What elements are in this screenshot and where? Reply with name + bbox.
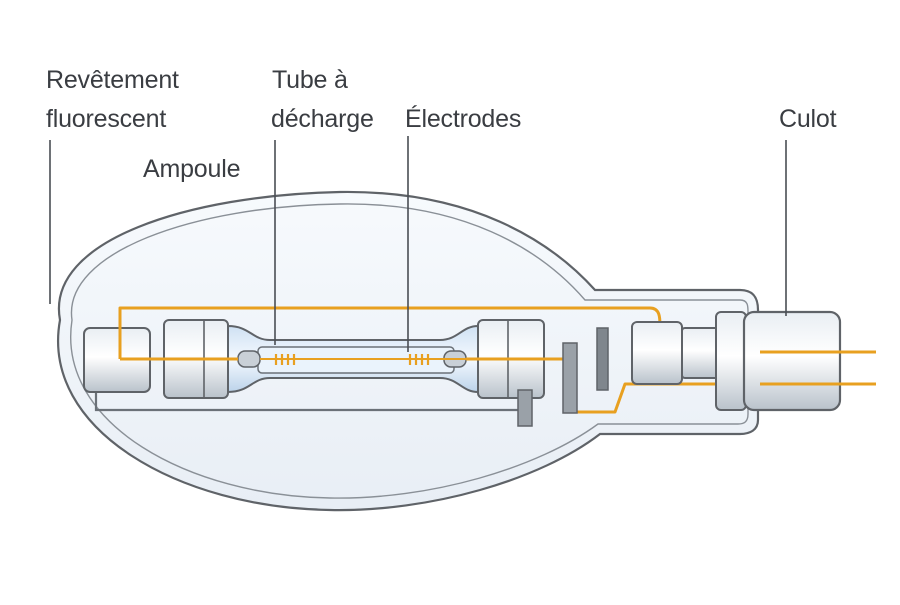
label-electrodes: Électrodes	[405, 105, 522, 133]
stem-press	[631, 321, 683, 385]
label-tube-line2: décharge	[271, 105, 374, 133]
getter-strip	[596, 327, 609, 391]
electrode-left	[237, 350, 261, 368]
lamp-base	[742, 310, 842, 412]
label-bulb: Ampoule	[143, 155, 241, 183]
label-base: Culot	[779, 105, 837, 133]
support-clip	[562, 342, 578, 414]
getter-block	[517, 389, 533, 427]
fluorescent-coating	[70, 203, 749, 499]
label-coating-line1: Revêtement	[46, 66, 179, 94]
label-coating-line2: fluorescent	[46, 105, 167, 133]
leader-lines	[49, 136, 787, 352]
label-tube-line1: Tube à	[272, 66, 348, 94]
stem-collar	[681, 327, 719, 379]
base-flange	[715, 311, 747, 411]
